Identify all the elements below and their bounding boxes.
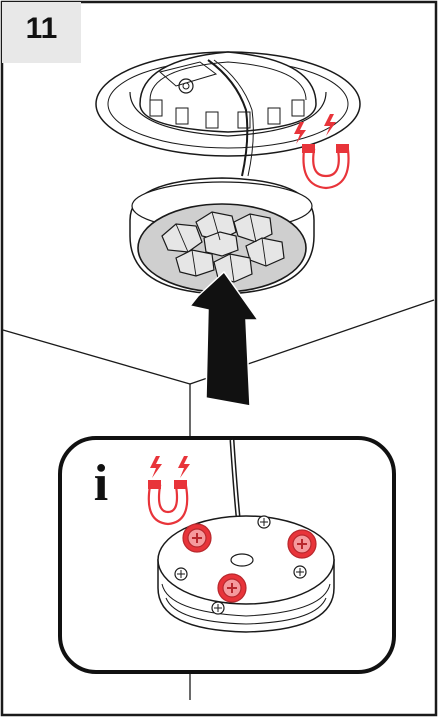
step-number: 11: [25, 12, 58, 45]
magnet-icon: [294, 114, 350, 190]
info-magnet-icon: [147, 456, 190, 526]
optic-module: [129, 177, 315, 295]
up-arrow-icon: [188, 270, 260, 407]
step-number-box: 11: [2, 2, 81, 63]
info-symbol: i: [93, 455, 109, 512]
fixture-housing: [95, 51, 361, 177]
base-magnets: [182, 523, 317, 603]
